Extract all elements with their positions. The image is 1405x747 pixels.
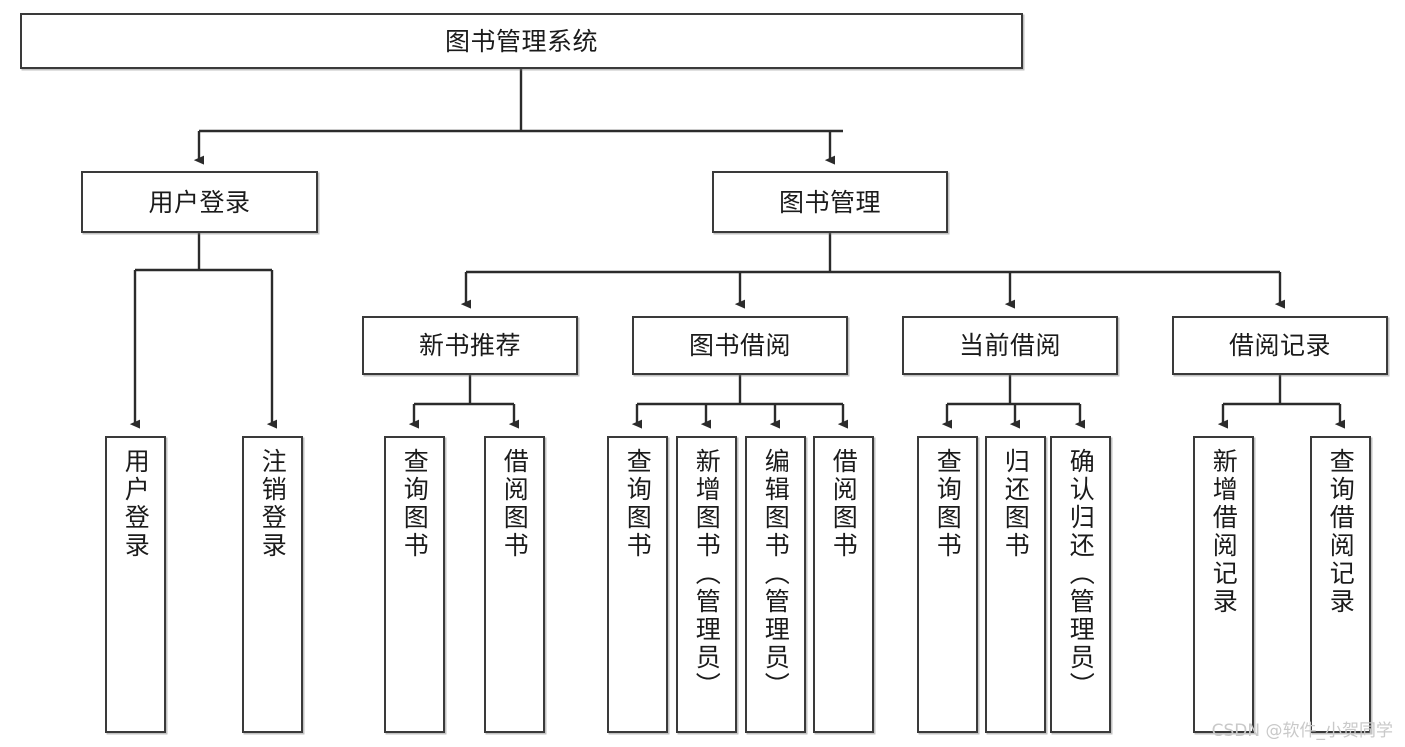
leaf-query-book-current[interactable]: 查询图书 (917, 436, 978, 733)
leaf-confirm-return[interactable]: 确认归还（管理员） (1050, 436, 1111, 733)
node-label: 用户登录 (121, 448, 151, 560)
node-current-borrow[interactable]: 当前借阅 (902, 316, 1118, 375)
node-label: 借阅图书 (500, 448, 530, 560)
leaf-return-book[interactable]: 归还图书 (985, 436, 1046, 733)
node-label: 图书管理 (778, 187, 881, 217)
node-label: 用户登录 (148, 187, 251, 217)
node-label: 当前借阅 (958, 331, 1061, 360)
node-label: 图书管理系统 (444, 26, 598, 56)
leaf-add-borrow-record[interactable]: 新增借阅记录 (1193, 436, 1254, 733)
node-label: 借阅图书 (829, 448, 859, 560)
node-book-management[interactable]: 图书管理 (712, 171, 948, 233)
leaf-logout[interactable]: 注销登录 (242, 436, 303, 733)
node-label: 查询图书 (933, 448, 963, 560)
node-root-system[interactable]: 图书管理系统 (20, 13, 1023, 69)
watermark-text: CSDN @软件_小贺同学 (1211, 721, 1393, 741)
leaf-user-login[interactable]: 用户登录 (105, 436, 166, 733)
node-label: 归还图书 (1001, 448, 1031, 560)
node-label: 新增借阅记录 (1209, 448, 1239, 616)
node-label: 图书借阅 (688, 331, 791, 360)
node-label: 新书推荐 (418, 331, 521, 360)
node-label: 借阅记录 (1228, 331, 1331, 360)
node-user-login[interactable]: 用户登录 (81, 171, 318, 233)
node-label: 确认归还（管理员） (1066, 448, 1096, 700)
node-label: 编辑图书（管理员） (761, 448, 791, 700)
leaf-query-borrow-record[interactable]: 查询借阅记录 (1310, 436, 1371, 733)
leaf-borrow-book-recommend[interactable]: 借阅图书 (484, 436, 545, 733)
node-label: 查询借阅记录 (1326, 448, 1356, 616)
leaf-add-book[interactable]: 新增图书（管理员） (676, 436, 737, 733)
node-label: 注销登录 (258, 448, 288, 560)
node-book-borrow[interactable]: 图书借阅 (632, 316, 848, 375)
node-label: 查询图书 (623, 448, 653, 560)
node-label: 新增图书（管理员） (692, 448, 722, 700)
node-borrow-record[interactable]: 借阅记录 (1172, 316, 1388, 375)
node-label: 查询图书 (400, 448, 430, 560)
leaf-query-book-recommend[interactable]: 查询图书 (384, 436, 445, 733)
leaf-edit-book[interactable]: 编辑图书（管理员） (745, 436, 806, 733)
leaf-borrow-book[interactable]: 借阅图书 (813, 436, 874, 733)
leaf-query-book-borrow[interactable]: 查询图书 (607, 436, 668, 733)
node-new-book-recommend[interactable]: 新书推荐 (362, 316, 578, 375)
